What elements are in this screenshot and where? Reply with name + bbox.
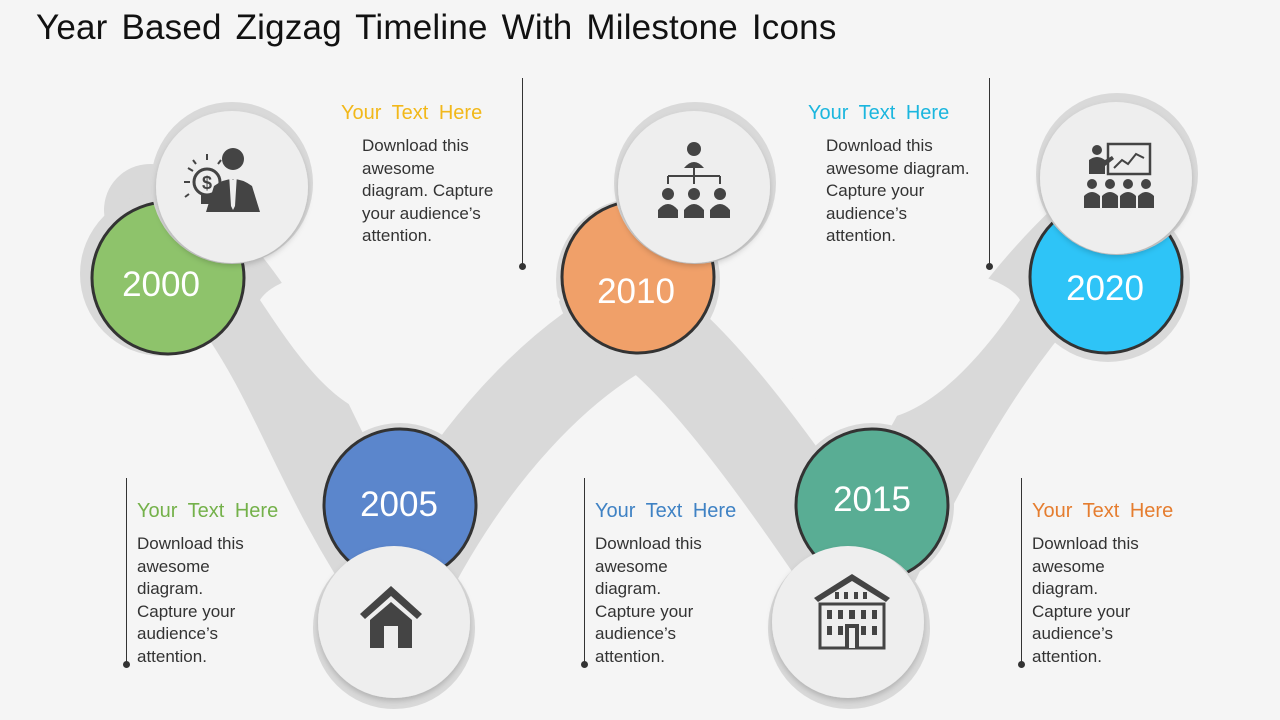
leader-dot	[986, 263, 993, 270]
leader-line	[522, 78, 523, 268]
leader-dot	[581, 661, 588, 668]
callout-2010: Your Text Here Download this awesome dia…	[595, 500, 737, 668]
callout-heading: Your Text Here	[341, 102, 483, 124]
icon-disc-2020	[1036, 93, 1198, 255]
callout-heading: Your Text Here	[595, 500, 737, 522]
callout-body: Download this awesome diagram. Capture y…	[362, 136, 494, 245]
icon-disc-2005	[313, 546, 475, 709]
callout-2000: Your Text Here Download this awesome dia…	[341, 102, 501, 248]
leader-line	[989, 78, 990, 268]
leader-dot	[123, 661, 130, 668]
presentation-audience-icon	[1084, 142, 1154, 208]
icon-disc-2000: $	[151, 102, 313, 264]
callout-heading: Your Text Here	[808, 102, 950, 124]
callout-heading: Your Text Here	[137, 500, 279, 522]
year-label: 2020	[1066, 269, 1144, 308]
year-label: 2015	[833, 480, 911, 519]
callout-body: Download this awesome diagram. Capture y…	[826, 136, 970, 245]
callout-2005: Your Text Here Download this awesome dia…	[137, 500, 279, 668]
year-label: 2005	[360, 485, 438, 524]
organization-chart-icon	[658, 142, 730, 218]
building-icon	[814, 574, 890, 650]
callout-heading: Your Text Here	[1032, 500, 1174, 522]
leader-line	[1021, 478, 1022, 666]
callout-body: Download this awesome diagram. Capture y…	[137, 534, 244, 666]
year-label: 2000	[122, 265, 200, 304]
callout-body: Download this awesome diagram. Capture y…	[595, 534, 702, 666]
year-label: 2010	[597, 272, 675, 311]
businessman-money-idea-icon: $	[184, 148, 260, 212]
callout-2020: Your Text Here Download this awesome dia…	[1032, 500, 1174, 668]
svg-text:$: $	[202, 173, 212, 193]
leader-dot	[1018, 661, 1025, 668]
callout-2015: Your Text Here Download this awesome dia…	[808, 102, 973, 248]
slide-title: Year Based Zigzag Timeline With Mileston…	[36, 8, 837, 47]
leader-line	[126, 478, 127, 666]
callout-body: Download this awesome diagram. Capture y…	[1032, 534, 1139, 666]
leader-line	[584, 478, 585, 666]
home-icon	[360, 586, 422, 648]
icon-disc-2010	[614, 102, 776, 264]
icon-disc-2015	[768, 546, 930, 709]
leader-dot	[519, 263, 526, 270]
